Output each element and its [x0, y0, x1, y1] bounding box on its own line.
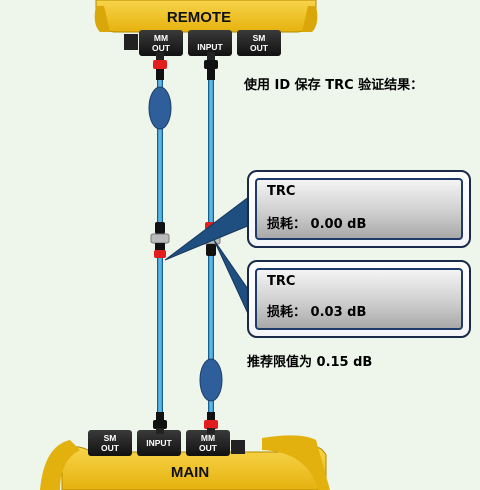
main-port-input [137, 430, 181, 456]
remote-port-mm-out [139, 30, 183, 56]
connector-main-input [153, 412, 167, 434]
recommendation-text: 推荐限值为 0.15 dB [247, 355, 373, 370]
remote-port-label-3: SM [253, 33, 266, 43]
remote-ports: MM OUT INPUT SM OUT [124, 30, 281, 56]
remote-port-label-3b: OUT [250, 43, 269, 53]
main-ports: SM OUT INPUT MM OUT [88, 430, 245, 456]
remote-port-sm-out [237, 30, 281, 56]
result-1-title: TRC [267, 184, 296, 199]
remote-port-label-2: INPUT [197, 42, 223, 52]
connector-remote-mm-out [153, 52, 167, 80]
instruction-text: 使用 ID 保存 TRC 验证结果： [244, 78, 424, 93]
result-1-loss: 损耗： 0.00 dB [267, 213, 366, 232]
main-port-label-1b: OUT [101, 443, 120, 453]
result-2-loss-label: 损耗： [267, 305, 307, 320]
result-card-2: TRC 损耗： 0.03 dB [247, 260, 471, 338]
mandrel-bottom-right [199, 358, 223, 402]
result-1-loss-value: 0.00 dB [310, 217, 367, 232]
result-2-title: TRC [267, 274, 296, 289]
remote-port-label-1: MM [154, 33, 168, 43]
main-port-label-2: INPUT [146, 438, 172, 448]
remote-port-label-1b: OUT [152, 43, 171, 53]
main-device: MAIN [40, 435, 330, 490]
connector-main-mm-out [204, 412, 218, 434]
main-port-label-3: MM [201, 433, 215, 443]
main-port-label-1: SM [104, 433, 117, 443]
main-port-sm-out [88, 430, 132, 456]
remote-port-input [188, 30, 232, 56]
main-port-mm-out [186, 430, 230, 456]
result-2-loss: 损耗： 0.03 dB [267, 301, 366, 320]
result-2-loss-value: 0.03 dB [310, 305, 367, 320]
result-card-1-inner: TRC 损耗： 0.00 dB [255, 178, 463, 240]
main-port-label-3b: OUT [199, 443, 218, 453]
adapter-left [150, 222, 170, 258]
result-card-2-inner: TRC 损耗： 0.03 dB [255, 268, 463, 330]
result-1-loss-label: 损耗： [267, 217, 307, 232]
callout-pointer-2 [213, 239, 251, 319]
remote-title: REMOTE [167, 9, 231, 26]
main-title: MAIN [171, 464, 209, 481]
mandrel-top-left [148, 86, 172, 130]
result-card-1: TRC 损耗： 0.00 dB [247, 170, 471, 248]
connector-remote-input [204, 52, 218, 80]
remote-device: REMOTE [94, 0, 318, 33]
